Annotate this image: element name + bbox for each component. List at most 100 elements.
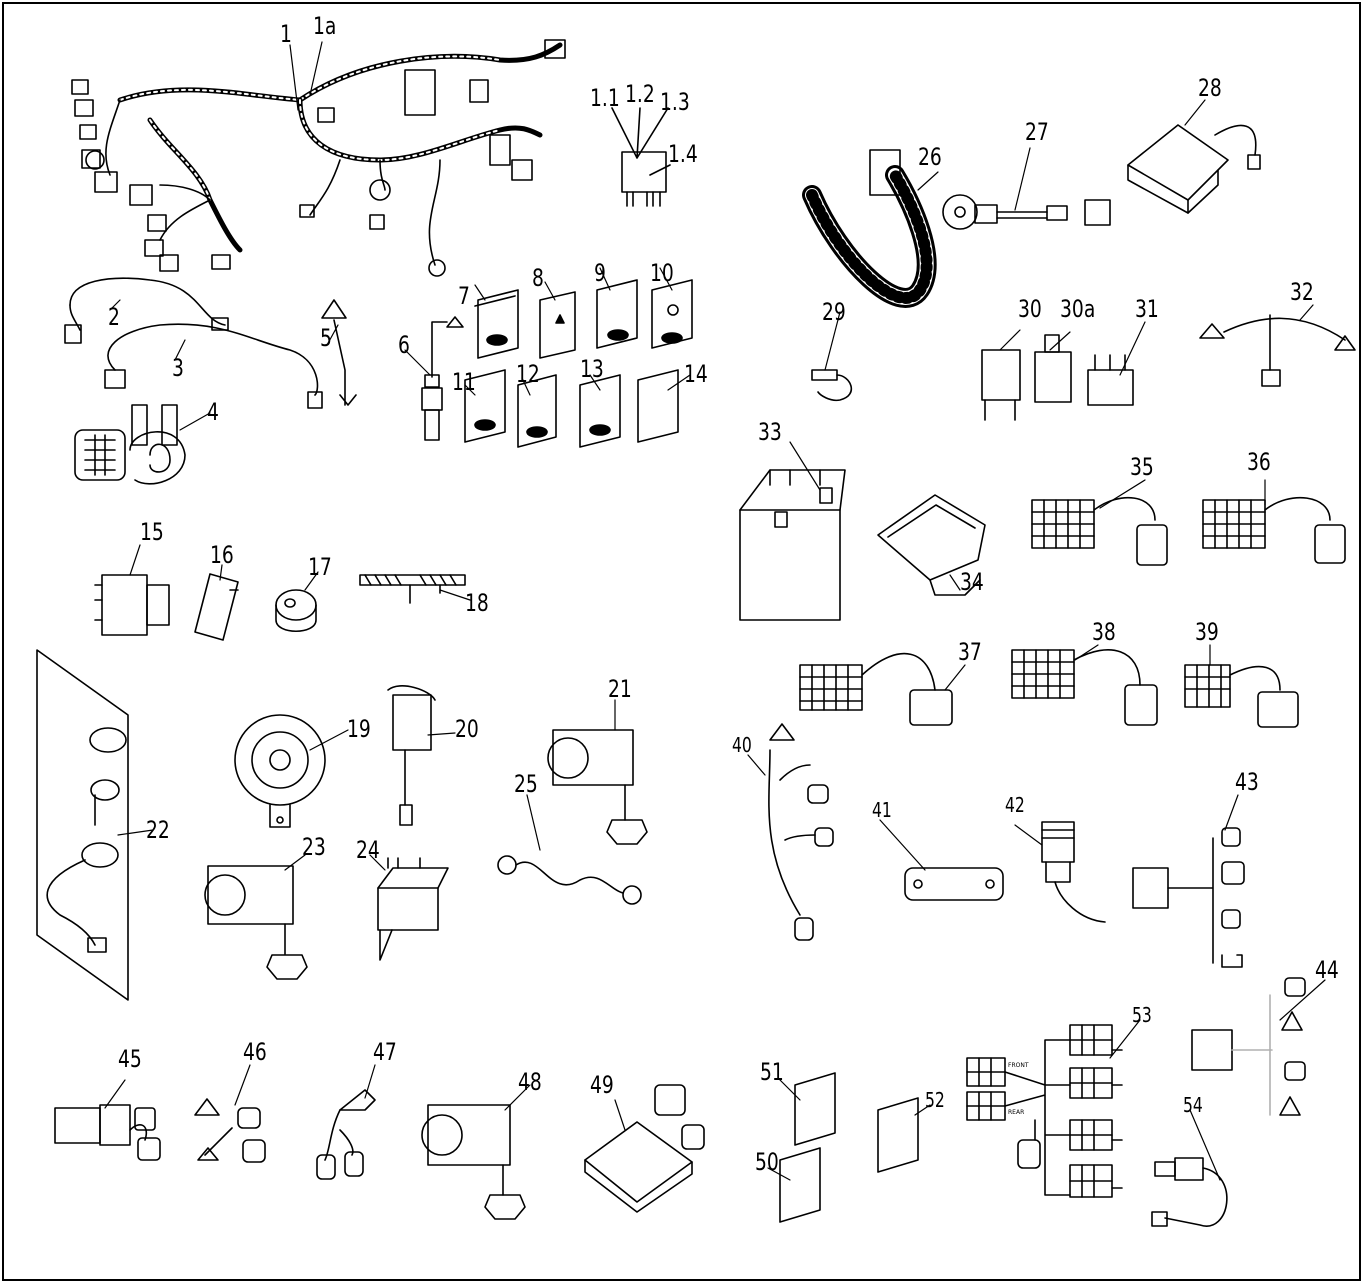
switch-panel-53 bbox=[966, 1024, 1123, 1198]
label-11: 11 bbox=[452, 368, 476, 396]
label-10: 10 bbox=[650, 259, 674, 287]
boot-26 bbox=[802, 149, 937, 308]
label-17: 17 bbox=[308, 553, 332, 581]
cable-2 bbox=[64, 277, 229, 344]
label-18: 18 bbox=[465, 589, 489, 617]
label-12: 12 bbox=[516, 360, 540, 388]
sensor-27 bbox=[942, 194, 1111, 230]
harness-47 bbox=[316, 1089, 376, 1180]
label-32: 32 bbox=[1290, 278, 1314, 306]
label-52: 52 bbox=[925, 1088, 945, 1112]
connector-block-15 bbox=[94, 574, 170, 636]
flasher-48 bbox=[421, 1104, 526, 1220]
harness-32 bbox=[1199, 314, 1356, 387]
switch-panel-front-label: FRONT bbox=[1008, 1062, 1029, 1069]
label-13: 13 bbox=[580, 355, 604, 383]
label-14: 14 bbox=[684, 360, 708, 388]
panel-22 bbox=[36, 649, 129, 1001]
label-51: 51 bbox=[760, 1058, 784, 1086]
harness-40 bbox=[768, 723, 834, 941]
bulb-holder-5 bbox=[321, 299, 357, 406]
label-28: 28 bbox=[1198, 74, 1222, 102]
relay-31 bbox=[1087, 354, 1134, 406]
label-49: 49 bbox=[590, 1071, 614, 1099]
relay-24 bbox=[377, 857, 449, 961]
sensor-6 bbox=[421, 316, 464, 441]
sensor-29 bbox=[811, 369, 853, 402]
push-switch-17 bbox=[275, 589, 317, 632]
label-34: 34 bbox=[960, 568, 984, 596]
label-50: 50 bbox=[755, 1148, 779, 1176]
label-15: 15 bbox=[140, 518, 164, 546]
label-1-3: 1.3 bbox=[660, 88, 690, 116]
label-26: 26 bbox=[918, 143, 942, 171]
label-29: 29 bbox=[822, 298, 846, 326]
flat-connector-16 bbox=[194, 573, 239, 641]
switch-caps-7-14 bbox=[464, 279, 693, 448]
sensor-54 bbox=[1151, 1157, 1228, 1227]
label-8: 8 bbox=[532, 264, 544, 292]
label-1-2: 1.2 bbox=[625, 80, 655, 108]
fuse-holder-20 bbox=[387, 685, 436, 826]
label-24: 24 bbox=[356, 836, 380, 864]
label-21: 21 bbox=[608, 675, 632, 703]
label-38: 38 bbox=[1092, 618, 1116, 646]
relay-30a bbox=[1034, 334, 1072, 403]
connector-45 bbox=[54, 1104, 161, 1161]
label-22: 22 bbox=[146, 816, 170, 844]
main-wiring-harness bbox=[71, 39, 566, 277]
label-47: 47 bbox=[373, 1038, 397, 1066]
label-1a: 1a bbox=[313, 12, 337, 40]
label-9: 9 bbox=[594, 259, 606, 287]
harness-44 bbox=[1191, 977, 1306, 1116]
connectors-35-39 bbox=[799, 496, 1346, 728]
flasher-21 bbox=[547, 729, 648, 845]
label-1: 1 bbox=[280, 20, 292, 48]
plate-light-41 bbox=[904, 867, 1004, 901]
label-43: 43 bbox=[1235, 768, 1259, 796]
leader-lines bbox=[104, 41, 1326, 1181]
label-6: 6 bbox=[398, 331, 410, 359]
label-31: 31 bbox=[1135, 295, 1159, 323]
label-2: 2 bbox=[108, 303, 120, 331]
ecu-28 bbox=[1127, 124, 1261, 214]
label-45: 45 bbox=[118, 1045, 142, 1073]
label-20: 20 bbox=[455, 715, 479, 743]
harness-46 bbox=[194, 1098, 266, 1163]
label-41: 41 bbox=[872, 798, 892, 822]
label-1-1: 1.1 bbox=[590, 84, 620, 112]
ecu-49 bbox=[584, 1084, 705, 1213]
switch-panel-rear-label: REAR bbox=[1008, 1109, 1025, 1116]
relay-30 bbox=[981, 349, 1021, 421]
label-53: 53 bbox=[1132, 1003, 1152, 1027]
label-7: 7 bbox=[458, 282, 470, 310]
label-36: 36 bbox=[1247, 448, 1271, 476]
relay-1-1 bbox=[611, 107, 671, 207]
label-37: 37 bbox=[958, 638, 982, 666]
label-44: 44 bbox=[1315, 956, 1339, 984]
label-3: 3 bbox=[172, 354, 184, 382]
label-5: 5 bbox=[320, 324, 332, 352]
horn-19 bbox=[234, 714, 326, 828]
instrument-cluster-34 bbox=[877, 494, 986, 596]
label-25: 25 bbox=[514, 770, 538, 798]
label-1-4: 1.4 bbox=[668, 140, 698, 168]
flasher-23 bbox=[204, 865, 308, 980]
ground-wire-25 bbox=[497, 855, 642, 905]
label-40: 40 bbox=[732, 733, 752, 757]
ignition-switch-4 bbox=[74, 404, 186, 485]
label-48: 48 bbox=[518, 1068, 542, 1096]
label-46: 46 bbox=[243, 1038, 267, 1066]
strip-18 bbox=[359, 574, 466, 604]
label-30: 30 bbox=[1018, 295, 1042, 323]
battery-33 bbox=[739, 469, 846, 621]
label-4: 4 bbox=[207, 398, 219, 426]
harness-43 bbox=[1132, 827, 1245, 968]
label-16: 16 bbox=[210, 541, 234, 569]
label-35: 35 bbox=[1130, 453, 1154, 481]
label-19: 19 bbox=[347, 715, 371, 743]
label-54: 54 bbox=[1183, 1093, 1203, 1117]
label-23: 23 bbox=[302, 833, 326, 861]
